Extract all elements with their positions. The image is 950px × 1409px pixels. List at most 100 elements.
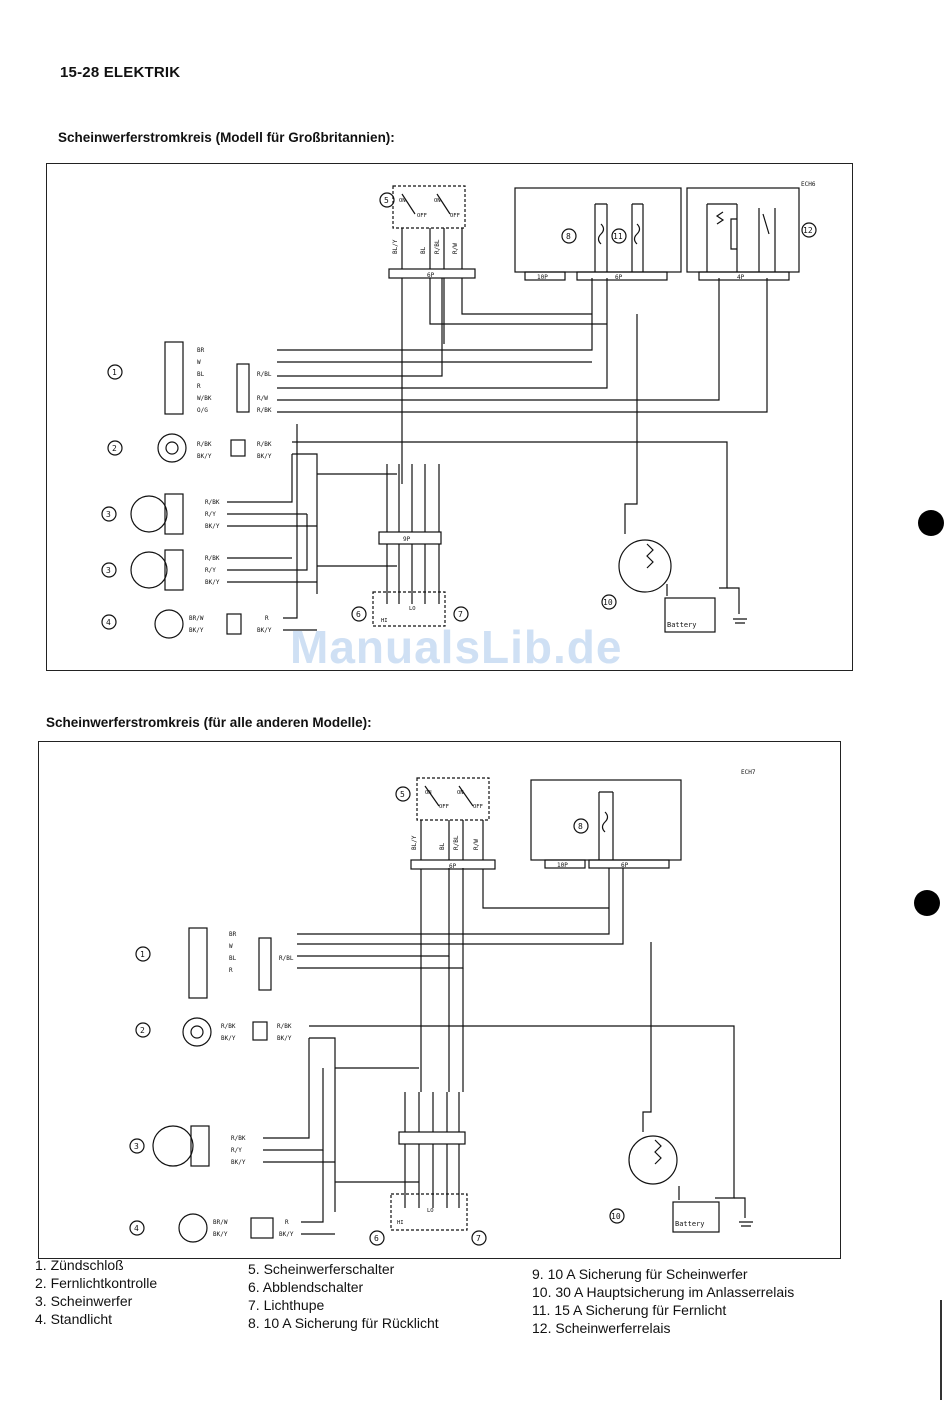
svg-text:OFF: OFF xyxy=(439,804,449,810)
svg-text:R/BL: R/BL xyxy=(434,239,441,254)
svg-text:R/BK: R/BK xyxy=(221,1023,236,1030)
svg-text:BK/Y: BK/Y xyxy=(221,1035,236,1042)
legend-item: 8. 10 A Sicherung für Rücklicht xyxy=(248,1315,439,1331)
legend-item: 4. Standlicht xyxy=(35,1311,113,1327)
legend-item: 7. Lichthupe xyxy=(248,1297,325,1313)
svg-text:2: 2 xyxy=(112,444,117,453)
callout-3 xyxy=(101,562,117,578)
svg-text:BL: BL xyxy=(439,842,446,850)
svg-text:R/W: R/W xyxy=(257,395,268,402)
binder-hole-mark xyxy=(914,890,940,916)
svg-text:BK/Y: BK/Y xyxy=(213,1231,228,1238)
svg-text:O/G: O/G xyxy=(197,407,208,414)
svg-text:R/BK: R/BK xyxy=(257,407,272,414)
legend-column-1: 1. Zündschloß 2. Fernlichtkontrolle 3. S… xyxy=(35,1256,157,1328)
svg-text:12: 12 xyxy=(803,226,813,235)
connector-6p xyxy=(588,859,670,869)
svg-text:BK/Y: BK/Y xyxy=(189,627,204,634)
position-light-connector xyxy=(226,613,242,635)
svg-text:10P: 10P xyxy=(557,862,568,869)
fuse-icon xyxy=(598,791,614,860)
svg-text:9P: 9P xyxy=(403,536,411,543)
svg-text:BK/Y: BK/Y xyxy=(279,1231,294,1238)
callout-4 xyxy=(101,614,117,630)
dimmer-switch-box xyxy=(390,1193,468,1231)
svg-text:1: 1 xyxy=(112,368,117,377)
svg-text:BK/Y: BK/Y xyxy=(257,627,272,634)
legend-item: 9. 10 A Sicherung für Scheinwerfer xyxy=(532,1266,748,1282)
margin-mark xyxy=(940,1300,942,1400)
battery-label: Battery xyxy=(675,1220,705,1228)
svg-text:BK/Y: BK/Y xyxy=(231,1159,246,1166)
svg-text:R: R xyxy=(285,1219,289,1226)
fuse-icon xyxy=(633,223,641,245)
svg-text:3: 3 xyxy=(134,1142,139,1151)
svg-text:R/BK: R/BK xyxy=(231,1135,246,1142)
indicator-connector xyxy=(252,1021,268,1041)
svg-text:R/BK: R/BK xyxy=(197,441,212,448)
svg-text:R/BL: R/BL xyxy=(257,371,272,378)
watermark: ManualsLib.de xyxy=(290,621,623,673)
main-fuse-icon xyxy=(646,543,654,569)
connector-10p xyxy=(524,271,566,281)
svg-text:LO: LO xyxy=(409,606,416,612)
legend-item: 6. Abblendschalter xyxy=(248,1279,364,1295)
callout-7 xyxy=(453,606,469,622)
svg-text:10: 10 xyxy=(603,598,613,607)
position-light-connector xyxy=(250,1217,274,1239)
ignition-connector xyxy=(236,363,250,413)
callout-12 xyxy=(801,222,817,238)
diagram-code: ECH7 xyxy=(741,769,756,776)
callout-6 xyxy=(351,606,367,622)
headlight xyxy=(130,551,168,589)
headlight-switch-box xyxy=(416,777,490,821)
callout-3 xyxy=(101,506,117,522)
headlight xyxy=(130,495,168,533)
svg-text:7: 7 xyxy=(476,1234,481,1243)
svg-text:BL/Y: BL/Y xyxy=(411,835,418,850)
svg-text:R: R xyxy=(197,383,201,390)
off-label: OFF xyxy=(450,213,460,219)
callout-1 xyxy=(135,946,151,962)
svg-text:10P: 10P xyxy=(537,274,548,281)
svg-text:5: 5 xyxy=(384,196,389,205)
svg-text:4P: 4P xyxy=(737,274,745,281)
svg-text:R/BK: R/BK xyxy=(205,555,220,562)
starter-relay xyxy=(628,1135,678,1185)
connector-label: 6P xyxy=(427,272,435,279)
svg-text:W: W xyxy=(229,943,233,950)
svg-text:BK/Y: BK/Y xyxy=(205,579,220,586)
svg-text:R/Y: R/Y xyxy=(205,511,216,518)
on-label: ON xyxy=(434,198,441,204)
headlight-switch-box xyxy=(392,185,466,229)
callout-8 xyxy=(573,818,589,834)
svg-text:R/BK: R/BK xyxy=(257,441,272,448)
battery-label: Battery xyxy=(667,621,697,629)
fuse-box xyxy=(514,187,682,273)
svg-text:R/BL: R/BL xyxy=(279,955,294,962)
callout-2 xyxy=(107,440,123,456)
on-label: ON xyxy=(399,198,406,204)
switch-contact xyxy=(436,193,451,215)
ground-icon xyxy=(734,1197,753,1227)
svg-text:6P: 6P xyxy=(621,862,629,869)
svg-text:BL: BL xyxy=(420,246,427,254)
svg-text:BR: BR xyxy=(197,347,205,354)
svg-text:8: 8 xyxy=(566,232,571,241)
svg-text:ON: ON xyxy=(457,790,464,796)
callout-5 xyxy=(395,786,411,802)
headlight xyxy=(152,1125,194,1167)
svg-text:R/BL: R/BL xyxy=(453,835,460,850)
svg-text:6: 6 xyxy=(374,1234,379,1243)
svg-text:R/Y: R/Y xyxy=(231,1147,242,1154)
svg-text:BL/Y: BL/Y xyxy=(392,239,399,254)
svg-text:ON: ON xyxy=(425,790,432,796)
svg-text:4: 4 xyxy=(106,618,111,627)
callout-5 xyxy=(379,192,395,208)
wiring-diagram-uk: ECH6 ON OFF ON OFF 5 6P BL/Y BL R/BL R/W… xyxy=(46,163,853,671)
svg-text:4: 4 xyxy=(134,1224,139,1233)
callout-8 xyxy=(561,228,577,244)
legend-item: 10. 30 A Hauptsicherung im Anlasserrelai… xyxy=(532,1284,795,1300)
svg-text:6: 6 xyxy=(356,610,361,619)
connector-9p xyxy=(398,1131,466,1145)
